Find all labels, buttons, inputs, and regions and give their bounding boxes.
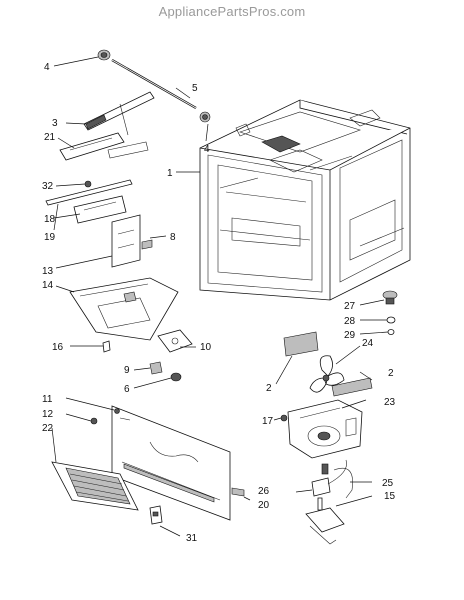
cover-part-14	[69, 277, 179, 341]
rear-panel-part-20	[111, 405, 245, 521]
screw-part-12	[90, 417, 98, 425]
callout-14: 14	[42, 280, 54, 291]
callout-2-left: 2	[266, 383, 272, 394]
slide-part-18	[73, 195, 127, 224]
knob-part-right	[199, 111, 211, 123]
callout-3: 3	[52, 118, 58, 129]
callout-13: 13	[42, 266, 54, 277]
callout-10: 10	[200, 342, 212, 353]
callout-15: 15	[384, 491, 396, 502]
callout-19: 19	[44, 232, 56, 243]
callout-27: 27	[344, 301, 356, 312]
callout-21: 21	[44, 132, 56, 143]
freezer-liner-part	[199, 99, 411, 301]
wire-harness-part-25	[333, 467, 353, 499]
callout-11: 11	[42, 394, 53, 405]
callout-5: 5	[192, 83, 198, 94]
bracket-part-31	[149, 505, 163, 525]
lamp-part-16	[102, 340, 111, 353]
fan-blade-part-24	[309, 355, 345, 393]
callout-23: 23	[384, 397, 396, 408]
callout-1: 1	[167, 168, 173, 179]
site-watermark: AppliancePartsPros.com	[158, 4, 306, 19]
nut-part-29	[387, 329, 395, 335]
insulation-part-2a	[283, 331, 319, 357]
callout-17: 17	[262, 416, 274, 427]
callout-8: 8	[170, 232, 176, 243]
washer-part-28	[386, 316, 396, 324]
callout-20: 20	[258, 500, 270, 511]
rail-part-19	[45, 179, 133, 206]
bracket-part-13	[111, 214, 141, 268]
callout-25: 25	[382, 478, 394, 489]
fitting-part-9	[149, 361, 163, 375]
callout-32: 32	[42, 181, 54, 192]
knob-part-top	[97, 49, 111, 61]
fan-shroud-part-23	[287, 399, 363, 459]
callout-26: 26	[258, 486, 270, 497]
screw-part-17	[280, 414, 288, 422]
pad-part-10	[157, 329, 193, 353]
callout-16: 16	[52, 342, 64, 353]
grille-part-22	[51, 461, 139, 511]
callout-2-right: 2	[388, 368, 394, 379]
fitting-part-6	[170, 372, 182, 382]
fan-motor-part-26	[311, 459, 347, 497]
callout-4-right: 4	[204, 144, 210, 155]
slide-bracket-part	[59, 132, 149, 161]
clip-part-8	[141, 239, 153, 250]
callout-31: 31	[186, 533, 198, 544]
motor-bracket-part-15	[305, 497, 345, 545]
slide-rail-part	[83, 91, 155, 136]
screw-part-32	[84, 180, 92, 188]
callout-22: 22	[42, 423, 54, 434]
callout-9: 9	[124, 365, 130, 376]
callout-29: 29	[344, 330, 356, 341]
insulation-part-2b	[331, 377, 373, 397]
callout-12: 12	[42, 409, 54, 420]
callout-18: 18	[44, 214, 56, 225]
slide-rod-part	[111, 59, 197, 109]
screw-part-11	[114, 408, 120, 414]
callout-28: 28	[344, 316, 356, 327]
callout-6: 6	[124, 384, 130, 395]
callout-labels: 4 5 3 21 4 1 32 19 18 8 13 14 27 28 29 1…	[42, 62, 396, 544]
leader-lines	[51, 56, 389, 537]
callout-4-top: 4	[44, 62, 50, 73]
callout-24: 24	[362, 338, 374, 349]
damper-part-27	[382, 290, 398, 305]
